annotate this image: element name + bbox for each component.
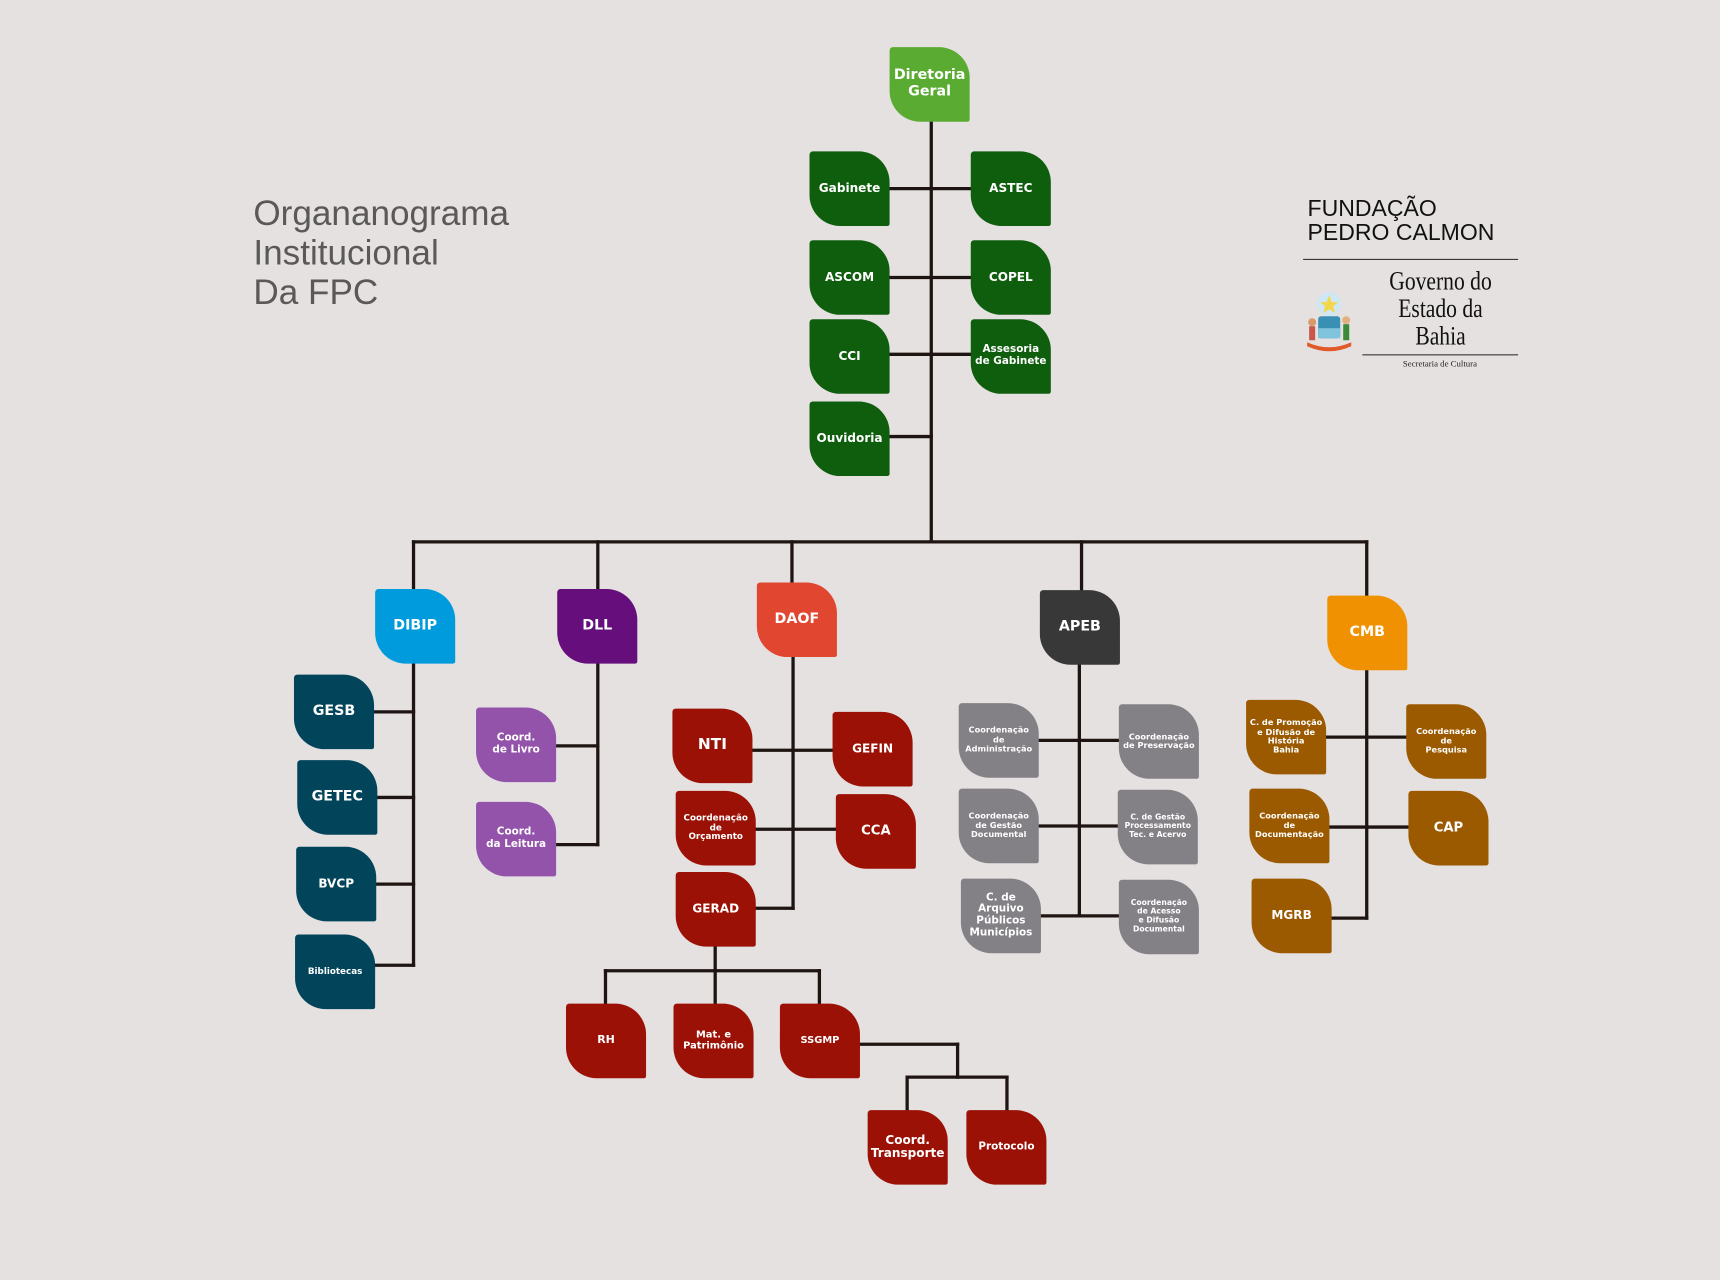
- org-unit-rh: RH: [566, 1003, 647, 1079]
- org-unit-gefin: GEFIN: [832, 711, 913, 787]
- fpc-logo-text: FUNDAÇÃO PEDRO CALMON: [1307, 196, 1495, 246]
- org-unit-administracao: Coordenação de Administração: [958, 703, 1039, 778]
- org-unit-gerad: GERAD: [675, 872, 756, 947]
- bahia-coat-of-arms-icon: [1307, 291, 1352, 351]
- org-unit-livro: Coord. de Livro: [476, 707, 557, 783]
- org-unit-diretoria: Diretoria Geral: [889, 47, 970, 122]
- org-unit-transporte: Coord. Transporte: [867, 1110, 948, 1185]
- org-unit-daof: DAOF: [756, 582, 837, 658]
- org-unit-nti: NTI: [672, 708, 753, 784]
- secretariat-name: Secretaria de Cultura: [1361, 354, 1519, 369]
- org-unit-documentacao: Coordenação de Documentação: [1249, 788, 1330, 864]
- org-unit-ouvidoria: Ouvidoria: [809, 401, 890, 477]
- chart-title: Organanograma Institucional Da FPC: [253, 193, 509, 312]
- org-unit-dibip: DIBIP: [375, 589, 456, 664]
- org-unit-cca: CCA: [835, 794, 916, 869]
- org-unit-protocolo: Protocolo: [966, 1110, 1047, 1185]
- org-unit-dll: DLL: [557, 589, 638, 664]
- government-logo: Governo do Estado da Bahia Secretaria de…: [1303, 267, 1519, 369]
- org-unit-acesso: Coordenação de Acesso e Difusão Document…: [1118, 879, 1199, 955]
- org-unit-processamento: C. de Gestão Processamento Tec. e Acervo: [1117, 789, 1198, 865]
- org-unit-ascom: ASCOM: [809, 240, 890, 315]
- org-unit-gestao-doc: Coordenação de Gestão Documental: [958, 788, 1039, 864]
- government-name-line1: Governo do: [1388, 267, 1492, 297]
- org-unit-cci: CCI: [809, 319, 890, 394]
- org-unit-leitura: Coord. da Leitura: [476, 801, 557, 877]
- logo-block: FUNDAÇÃO PEDRO CALMON Governo do Estado …: [1303, 196, 1519, 369]
- org-unit-orcamento: Coordenação de Orçamento: [675, 790, 756, 866]
- org-unit-pesquisa: Coordenação de Pesquisa: [1406, 704, 1487, 779]
- org-unit-ssgmp: SSGMP: [779, 1003, 860, 1079]
- org-unit-promocao: C. de Promoção e Difusão de História Bah…: [1246, 699, 1327, 775]
- org-unit-cmb: CMB: [1327, 595, 1408, 671]
- org-unit-assessoria: Assesoria de Gabinete: [970, 319, 1051, 394]
- org-unit-arquivo: C. de Arquivo Públicos Municípios: [960, 878, 1041, 954]
- government-name-line2: Estado da Bahia: [1397, 295, 1483, 352]
- org-unit-mgrb: MGRB: [1251, 878, 1332, 954]
- org-unit-apeb: APEB: [1039, 590, 1120, 665]
- org-unit-getec: GETEC: [297, 760, 378, 835]
- logo-divider: [1303, 258, 1519, 260]
- org-unit-gesb: GESB: [293, 674, 375, 750]
- org-unit-copel: COPEL: [970, 240, 1051, 315]
- org-unit-cap: CAP: [1408, 790, 1489, 866]
- org-unit-preservacao: Coordenação de Preservação: [1118, 704, 1199, 779]
- org-unit-astec: ASTEC: [970, 151, 1051, 226]
- org-unit-bvcp: BVCP: [296, 846, 377, 922]
- org-unit-bibliotecas: Bibliotecas: [295, 934, 376, 1010]
- org-unit-patrimonio: Mat. e Patrimônio: [673, 1003, 754, 1079]
- org-unit-gabinete: Gabinete: [809, 151, 890, 226]
